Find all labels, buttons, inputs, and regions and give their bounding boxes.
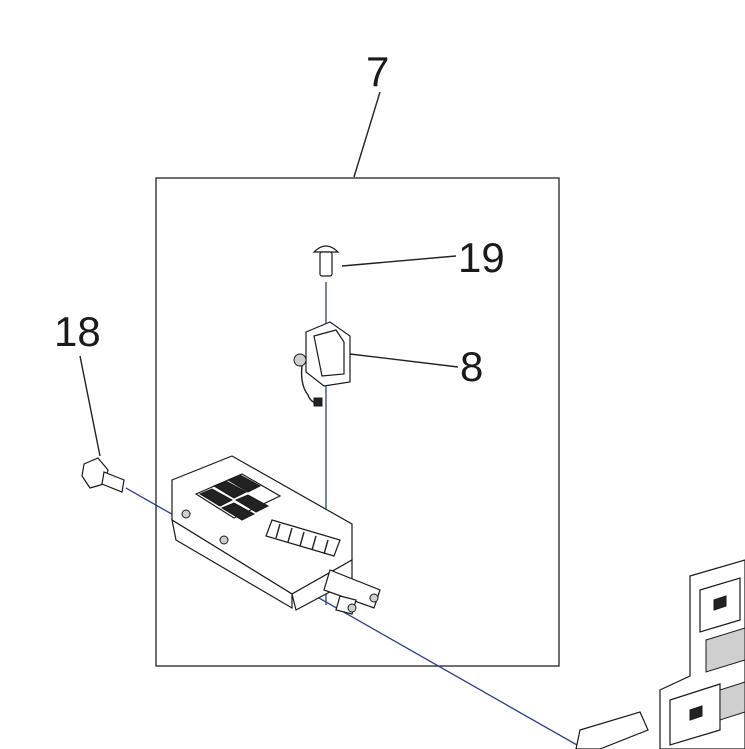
main-unit-slots xyxy=(265,519,341,557)
callout-8-label: 8 xyxy=(460,343,483,390)
assembly-frame xyxy=(155,177,560,667)
bolt-18-part xyxy=(81,457,125,493)
main-unit-vents xyxy=(198,474,270,521)
main-unit-part xyxy=(171,455,381,615)
callout-19-leader xyxy=(341,255,457,267)
callout-7-leader xyxy=(353,91,381,178)
printer-assembly-partial xyxy=(575,559,745,749)
callout-19-label: 19 xyxy=(458,234,505,281)
callout-18-label: 18 xyxy=(54,308,101,355)
callout-18-leader xyxy=(79,355,101,457)
screw-19-part xyxy=(312,245,340,277)
sensor-bracket-8-part xyxy=(293,321,351,407)
callout-8-leader xyxy=(349,353,459,368)
callout-7-label: 7 xyxy=(366,48,389,95)
